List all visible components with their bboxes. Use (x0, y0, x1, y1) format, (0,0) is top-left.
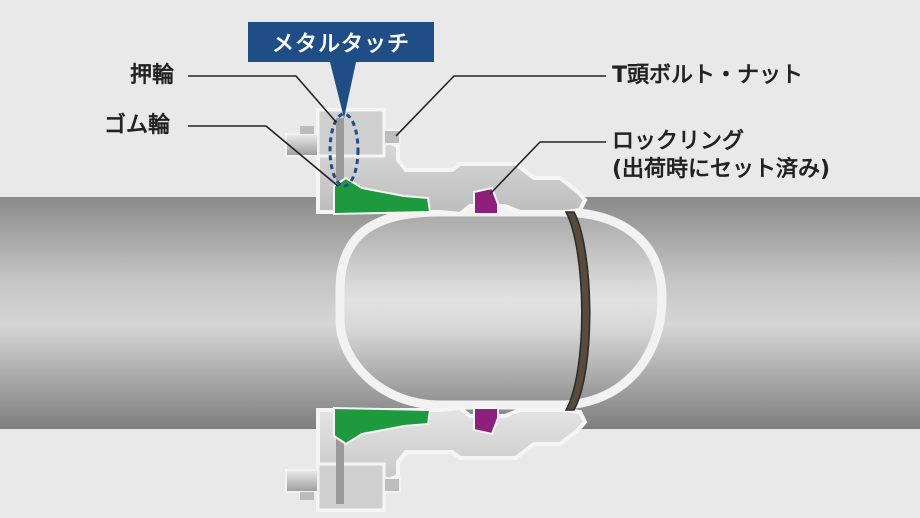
t-bolt-lower (285, 469, 401, 500)
rubber-ring-label: ゴム輪 (104, 113, 171, 138)
spigot-end (564, 211, 591, 411)
leader-rubber-ring (188, 125, 339, 187)
push-ring-label: 押輪 (130, 63, 175, 88)
push-ring-lower-slot (336, 432, 344, 504)
leader-lines (188, 75, 606, 195)
leader-t-bolt (395, 75, 606, 137)
locking-ring-lower (473, 407, 499, 436)
socket-inner-bell (335, 207, 667, 410)
rubber-ring-lower (333, 406, 432, 446)
t-bolt-nut-label: T頭ボルト・ナット (612, 63, 804, 88)
push-ring-lower (316, 462, 386, 512)
metal-touch-label: メタルタッチ (271, 32, 410, 57)
locking-ring-label: ロックリング (612, 129, 745, 154)
leader-locking-ring (489, 141, 606, 195)
leader-push-ring (188, 75, 337, 123)
locking-ring-note: (出荷時にセット済み) (612, 157, 831, 182)
t-bolt-upper (285, 126, 401, 157)
push-ring-upper-slot (336, 118, 344, 190)
metal-touch-highlight (328, 112, 360, 188)
metal-touch-callout: メタルタッチ (248, 22, 434, 62)
locking-ring-upper (473, 186, 499, 215)
callout-pointer (330, 62, 356, 118)
rubber-ring-upper (333, 176, 432, 216)
